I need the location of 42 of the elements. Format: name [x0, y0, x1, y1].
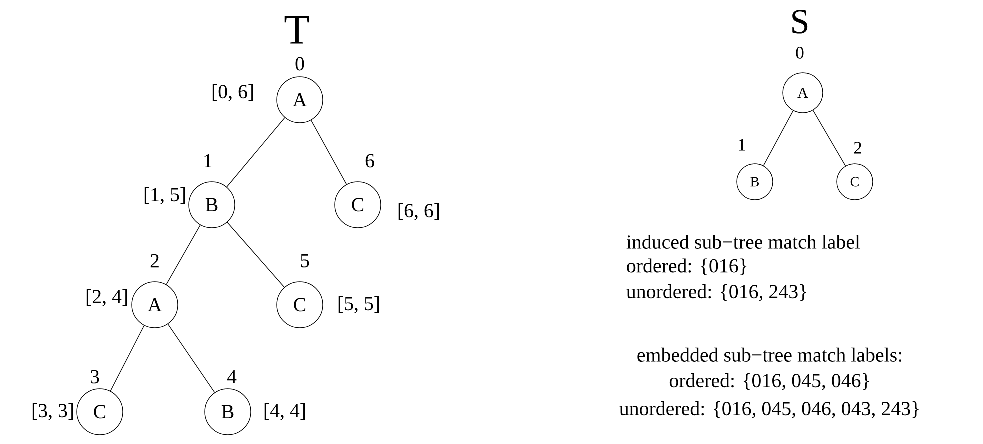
tree-node: C — [76, 388, 124, 436]
tree-title: S — [792, 10, 808, 34]
note-text: ordered: {016, 045, 046} — [670, 374, 870, 390]
node-number: 6 — [366, 154, 374, 168]
tree-node: C — [334, 182, 382, 228]
tree-edge — [166, 224, 201, 286]
note-text: unordered: {016, 243} — [626, 284, 806, 302]
tree-edge — [110, 325, 145, 392]
note-text: embedded sub−tree match labels: — [638, 348, 902, 362]
tree-node: A — [782, 72, 824, 114]
interval-label: [6, 6] — [398, 204, 440, 220]
tree-edge — [227, 222, 285, 288]
interval-label: [2, 4] — [86, 290, 128, 306]
tree-node: B — [204, 388, 252, 436]
node-number: 1 — [204, 154, 212, 168]
interval-label: [4, 4] — [264, 404, 306, 420]
tree-node: B — [188, 182, 236, 228]
interval-label: [3, 3] — [32, 404, 74, 420]
tree-edge — [763, 110, 794, 166]
node-number: 2 — [854, 142, 862, 154]
node-number: 5 — [301, 254, 310, 268]
node-number: 3 — [90, 370, 100, 384]
node-number: 0 — [796, 47, 804, 59]
interval-label: [1, 5] — [144, 188, 186, 204]
tree-edge — [812, 110, 846, 166]
note-text: unordered: {016, 045, 046, 043, 243} — [620, 402, 919, 418]
tree-node: C — [276, 282, 324, 328]
node-number: 4 — [227, 370, 237, 384]
tree-edge — [226, 118, 286, 188]
node-number: 1 — [739, 139, 746, 151]
interval-label: [5, 5] — [338, 296, 380, 314]
node-number: 0 — [296, 57, 304, 71]
tree-edge — [168, 324, 216, 394]
note-text: induced sub−tree match label — [626, 234, 860, 249]
note-text: ordered: {016} — [627, 258, 747, 276]
tree-node: A — [276, 76, 324, 124]
interval-label: [0, 6] — [212, 84, 254, 102]
tree-node: B — [736, 164, 774, 200]
node-number: 2 — [150, 254, 159, 268]
tree-edge — [310, 120, 348, 185]
tree-node: C — [836, 164, 874, 200]
tree-node: A — [132, 282, 178, 328]
